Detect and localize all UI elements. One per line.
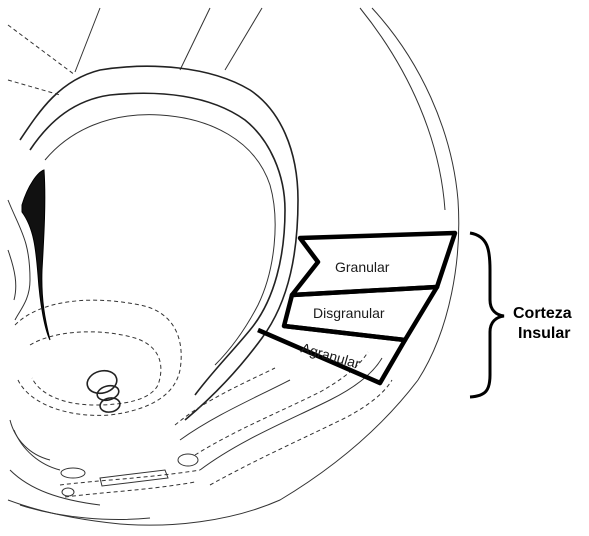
upper-line-1 <box>75 8 100 72</box>
ventral-layer-1 <box>200 358 382 470</box>
striatum-body-outline <box>45 115 275 365</box>
bottom-oval-1 <box>61 468 85 478</box>
lower-dashed-structure-2 <box>30 332 161 405</box>
commissure-oval-top <box>85 367 120 396</box>
bottom-oval-2 <box>178 454 198 466</box>
corteza-label: Corteza <box>513 305 572 322</box>
bottom-contour-4 <box>100 470 168 486</box>
curly-bracket <box>470 233 504 397</box>
upper-line-3 <box>225 8 262 70</box>
bottom-dashed-band-2 <box>65 482 195 497</box>
left-contour-2 <box>8 250 16 300</box>
agranular-label: Agranular <box>299 340 362 372</box>
upper-line-2 <box>180 8 210 70</box>
upper-dashed-line-1 <box>8 25 75 75</box>
bottom-oval-3 <box>62 488 74 496</box>
disgranular-label: Disgranular <box>313 305 385 321</box>
lateral-ventricle <box>22 170 50 340</box>
bottom-left-contour-3 <box>10 470 100 505</box>
granular-label: Granular <box>335 259 390 275</box>
striatum-outer-outline <box>20 66 298 420</box>
upper-dashed-line-2 <box>8 80 60 95</box>
insular-label: Insular <box>518 325 570 342</box>
bottom-contour-5 <box>20 505 150 519</box>
ventral-layer-3 <box>210 380 392 485</box>
outer-brain-contour <box>8 8 459 525</box>
bottom-left-contour-2 <box>14 430 60 470</box>
outer-brain-contour-inner <box>360 8 445 210</box>
